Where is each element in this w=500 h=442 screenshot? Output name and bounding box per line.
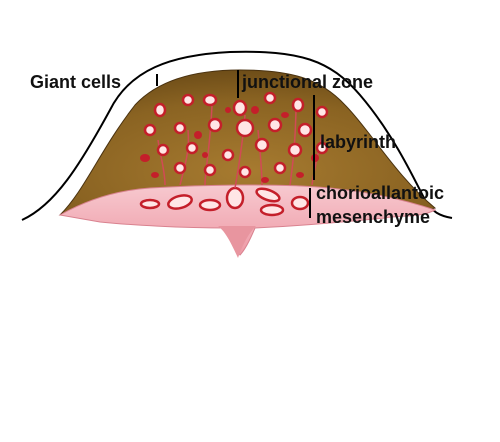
label-chorioallantoic-mesenchyme: chorioallantoic mesenchyme xyxy=(316,183,444,227)
chorionic-vessels xyxy=(139,186,310,217)
decidua-outline xyxy=(21,50,453,221)
label-chorioallantoic-line2: mesenchyme xyxy=(316,207,431,227)
label-pointers xyxy=(156,70,315,218)
label-giant-cells: Giant cells xyxy=(30,72,122,92)
umbilical-stalk xyxy=(218,226,256,258)
label-junctional-zone: junctional zone xyxy=(242,72,374,92)
labyrinth-vessels xyxy=(143,91,329,179)
label-chorioallantoic-line1: chorioallantoic xyxy=(316,183,445,203)
label-labyrinth: labyrinth xyxy=(320,132,397,152)
